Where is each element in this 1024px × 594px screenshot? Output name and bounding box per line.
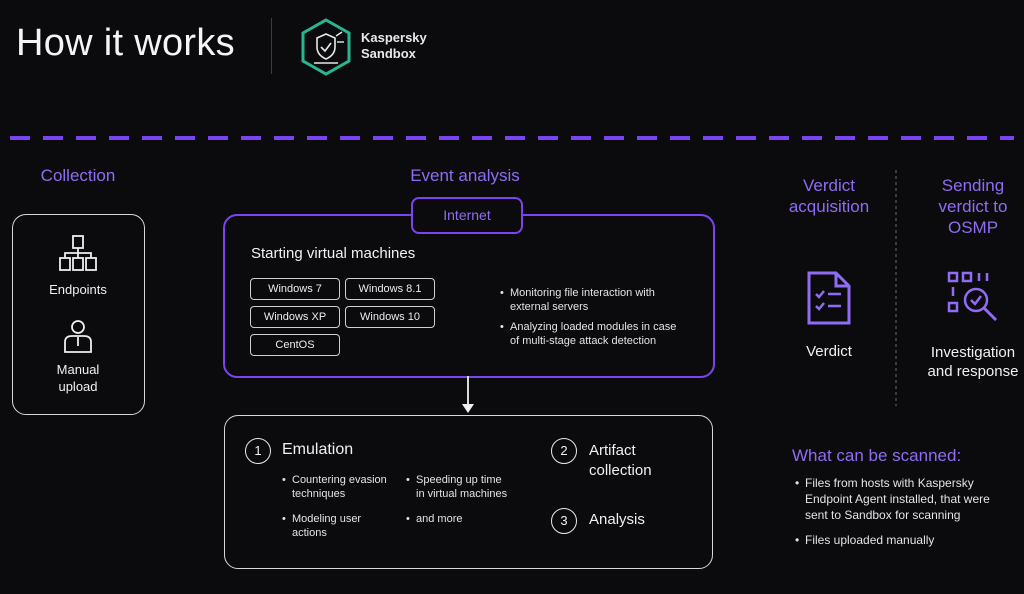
event-analysis-heading: Event analysis: [410, 166, 520, 185]
emu-bullet-2: Speeding up time in virtual machines: [406, 473, 526, 501]
endpoints-icon: [59, 235, 97, 271]
scan-item-1-line-1: Files from hosts with Kaspersky: [805, 476, 974, 490]
emu-bullet-1-line-2: techniques: [292, 488, 346, 500]
scan-item-2: Files uploaded manually: [795, 532, 1024, 548]
user-upload-icon: [64, 320, 92, 353]
artifact-line-1: Artifact: [589, 442, 636, 459]
os-windows-10: Windows 10: [345, 306, 435, 328]
vm-title: Starting virtual machines: [251, 245, 416, 262]
vm-bullet-2: Analyzing loaded modules in case of mult…: [500, 320, 700, 348]
analysis-label: Analysis: [589, 511, 645, 528]
verdict-heading: Verdict acquisition: [770, 175, 888, 217]
endpoints-label: Endpoints: [49, 282, 107, 297]
artifact-line-2: collection: [589, 462, 652, 479]
scan-heading: What can be scanned:: [792, 446, 962, 465]
sending-heading-line-2: verdict to: [938, 197, 1008, 216]
verdict-heading-line-2: acquisition: [788, 197, 870, 216]
artifact-number: 2: [551, 438, 577, 464]
manual-line-1: Manual: [56, 362, 100, 377]
sending-heading-line-3: OSMP: [947, 218, 999, 237]
os-windows-7: Windows 7: [250, 278, 340, 300]
emulation-label: Emulation: [282, 441, 354, 458]
collection-box: [12, 214, 145, 415]
investigation-line-2: and response: [927, 363, 1019, 380]
page-title: How it works: [16, 22, 235, 64]
vm-bullet-2-line-2: of multi-stage attack detection: [510, 335, 657, 347]
sending-heading-line-1: Sending: [941, 176, 1005, 195]
scan-item-1-line-3: sent to Sandbox for scanning: [805, 508, 961, 522]
investigation-icon: [947, 271, 998, 322]
vm-bullet-1-line-2: external servers: [510, 301, 589, 313]
emu-bullet-4: and more: [406, 512, 526, 526]
os-centos: CentOS: [250, 334, 340, 356]
down-arrow-icon: [462, 376, 474, 413]
scan-item-1: Files from hosts with Kaspersky Endpoint…: [795, 475, 1024, 523]
manual-line-2: upload: [58, 379, 98, 394]
logo-line-2: Sandbox: [361, 46, 416, 61]
kaspersky-logo-icon: [301, 18, 351, 76]
sending-heading: Sending verdict to OSMP: [918, 175, 1024, 238]
emu-bullet-2-line-2: in virtual machines: [416, 488, 508, 500]
vm-bullet-2-line-1: Analyzing loaded modules in case: [510, 321, 677, 333]
emu-bullet-1: Countering evasion techniques: [282, 473, 402, 501]
artifact-label: Artifact collection: [589, 441, 652, 481]
logo-line-1: Kaspersky: [361, 30, 427, 45]
collection-heading: Collection: [40, 166, 116, 185]
emu-bullet-3: Modeling user actions: [282, 512, 402, 540]
emu-bullet-3-line-1: Modeling user: [292, 513, 362, 525]
dashed-separator: [10, 136, 1014, 140]
investigation-label: Investigation and response: [918, 343, 1024, 381]
scan-item-1-line-2: Endpoint Agent installed, that were: [805, 492, 990, 506]
dotted-divider: [895, 170, 897, 406]
analysis-number: 3: [551, 508, 577, 534]
emu-bullet-2-line-1: Speeding up time: [416, 474, 502, 486]
internet-label: Internet: [411, 197, 523, 234]
emu-bullet-4-line-1: and more: [416, 513, 463, 525]
stages-box: [224, 415, 713, 569]
verdict-label: Verdict: [806, 343, 852, 360]
vm-bullet-1-line-1: Monitoring file interaction with: [510, 287, 655, 299]
logo-text: Kaspersky Sandbox: [361, 30, 427, 62]
header-divider: [271, 18, 272, 74]
vm-bullet-1: Monitoring file interaction with externa…: [500, 286, 700, 314]
os-windows-xp: Windows XP: [250, 306, 340, 328]
emulation-number: 1: [245, 438, 271, 464]
manual-upload-label: Manual upload: [18, 361, 138, 395]
os-windows-8-1: Windows 8.1: [345, 278, 435, 300]
scan-item-2-line-1: Files uploaded manually: [805, 533, 935, 547]
investigation-line-1: Investigation: [930, 344, 1016, 361]
emu-bullet-3-line-2: actions: [292, 527, 327, 539]
emu-bullet-1-line-1: Countering evasion: [292, 474, 387, 486]
verdict-document-icon: [807, 271, 851, 325]
verdict-heading-line-1: Verdict: [803, 176, 855, 195]
